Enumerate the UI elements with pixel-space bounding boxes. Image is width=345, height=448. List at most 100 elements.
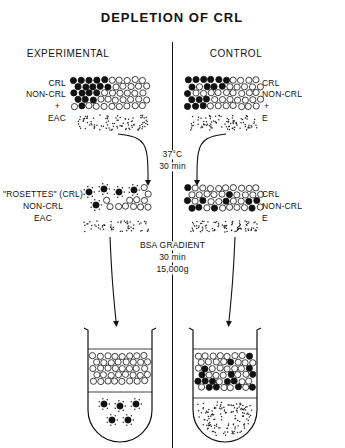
crl-cell — [193, 76, 199, 82]
erythrocyte-dot — [190, 129, 192, 131]
non-crl-cell — [253, 103, 259, 109]
erythrocyte-dot — [110, 414, 112, 416]
erythrocyte-dot — [210, 123, 212, 125]
erythrocyte-dot — [209, 125, 211, 127]
erythrocyte-dot — [128, 187, 130, 189]
cell-label: NON-CRL — [262, 90, 302, 99]
erythrocyte-dot — [142, 126, 144, 128]
non-crl-cell — [242, 97, 248, 103]
erythrocyte-dot — [92, 195, 94, 197]
non-crl-cell — [239, 352, 245, 358]
erythrocyte-dot — [111, 129, 113, 131]
erythrocyte-dot — [250, 415, 252, 417]
erythrocyte-dot — [140, 230, 142, 232]
erythrocyte-dot — [243, 425, 245, 427]
crl-cell — [78, 77, 84, 83]
erythrocyte-dot — [200, 117, 202, 119]
non-crl-cell — [132, 90, 138, 96]
erythrocyte-dot — [106, 417, 108, 419]
erythrocyte-dot — [203, 123, 205, 125]
erythrocyte-dot — [224, 431, 226, 433]
erythrocyte-dot — [207, 420, 209, 422]
non-crl-cell — [250, 97, 256, 103]
erythrocyte-dot — [83, 194, 85, 196]
erythrocyte-dot — [143, 117, 145, 119]
non-crl-cell — [220, 205, 226, 211]
erythrocyte-dot — [203, 424, 205, 426]
erythrocyte-dot — [127, 122, 128, 124]
erythrocyte-dot — [98, 224, 100, 226]
erythrocyte-dot — [137, 129, 139, 131]
erythrocyte-dot — [237, 420, 239, 422]
erythrocyte-dot — [215, 432, 217, 434]
erythrocyte-dot — [115, 117, 117, 119]
erythrocyte-dot — [142, 115, 144, 117]
non-crl-cell — [234, 97, 240, 103]
crl-cell — [250, 371, 256, 377]
cell-label: EAC — [48, 114, 66, 123]
erythrocyte-dot — [117, 222, 119, 224]
erythrocyte-dot — [84, 118, 86, 120]
erythrocyte-dot — [205, 227, 207, 229]
erythrocyte-dot — [123, 401, 125, 403]
erythrocyte-dot — [246, 418, 248, 420]
non-crl-cell — [195, 353, 201, 359]
erythrocyte-dot — [107, 399, 109, 401]
erythrocyte-dot — [84, 231, 86, 233]
erythrocyte-dot — [231, 411, 233, 413]
erythrocyte-dot — [139, 189, 141, 191]
erythrocyte-dot — [120, 222, 122, 224]
erythrocyte-dot — [233, 424, 235, 426]
erythrocyte-dot — [256, 127, 258, 128]
erythrocyte-dot — [133, 419, 135, 421]
non-crl-cell — [219, 97, 225, 103]
erythrocyte-dot — [94, 209, 96, 211]
crl-cell — [75, 96, 81, 102]
non-crl-cell — [90, 378, 96, 384]
erythrocyte-dot — [87, 223, 89, 225]
non-crl-cell — [207, 103, 213, 109]
erythrocyte-dot — [226, 228, 228, 230]
condition-label: 37°C — [161, 150, 185, 159]
erythrocyte-dot — [223, 225, 225, 227]
erythrocyte-dot — [218, 115, 220, 117]
erythrocyte-dot — [208, 231, 210, 233]
rosette-mixture — [83, 183, 151, 232]
erythrocyte-dot — [209, 115, 211, 117]
cell-label: NON-CRL — [262, 202, 302, 211]
erythrocyte-dot — [111, 228, 113, 230]
non-crl-cell — [202, 353, 208, 359]
erythrocyte-dot — [217, 401, 219, 403]
erythrocyte-dot — [96, 220, 98, 222]
erythrocyte-dot — [146, 120, 148, 122]
non-crl-cell — [107, 204, 113, 210]
crl-cell — [101, 186, 107, 192]
erythrocyte-dot — [103, 224, 105, 226]
erythrocyte-dot — [214, 121, 216, 123]
non-crl-cell — [127, 353, 133, 359]
erythrocyte-dot — [124, 118, 126, 120]
non-crl-cell — [230, 90, 236, 96]
condition-label: BSA GRADIENT — [138, 241, 207, 250]
non-crl-cell — [105, 353, 111, 359]
erythrocyte-dot — [90, 123, 92, 125]
non-crl-cell — [126, 366, 132, 372]
erythrocyte-dot — [133, 228, 135, 230]
erythrocyte-dot — [215, 435, 217, 437]
crl-cell — [75, 84, 81, 90]
erythrocyte-dot — [89, 221, 91, 223]
erythrocyte-dot — [125, 128, 127, 130]
non-crl-cell — [219, 191, 225, 197]
erythrocyte-dot — [110, 221, 112, 223]
erythrocyte-dot — [106, 115, 108, 117]
erythrocyte-dot — [228, 425, 230, 427]
erythrocyte-dot — [240, 228, 242, 230]
erythrocyte-dot — [220, 406, 222, 408]
erythrocyte-dot — [232, 432, 234, 434]
non-crl-cell — [120, 97, 126, 103]
erythrocyte-dot — [98, 406, 100, 408]
gradient-interface — [193, 398, 257, 399]
erythrocyte-dot — [197, 124, 199, 126]
erythrocyte-dot — [227, 428, 229, 430]
erythrocyte-dot — [234, 231, 236, 233]
